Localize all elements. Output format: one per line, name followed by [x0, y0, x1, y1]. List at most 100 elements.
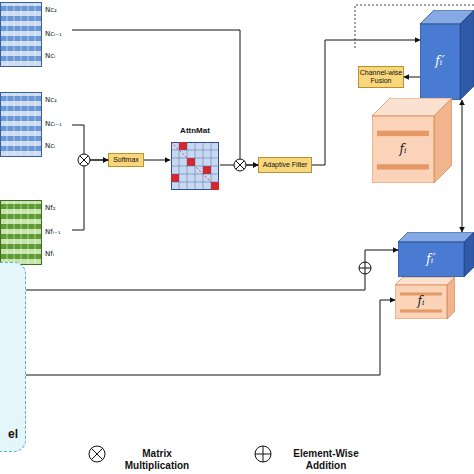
multiply-cross [236, 161, 244, 169]
multiply-cross [80, 156, 88, 164]
matrix-body [1, 201, 42, 265]
block-bar [400, 309, 442, 312]
add-circle [359, 262, 371, 274]
process-label: Softmax [113, 156, 139, 164]
row-label: Nc₂ [45, 6, 57, 14]
multiply-operator [78, 154, 90, 166]
matrix-grid [28, 93, 29, 156]
block-top [398, 232, 474, 242]
feature-block: fᵢ′ [420, 10, 474, 100]
matrix-grid [35, 93, 36, 156]
feature-block: fᵢ [372, 98, 452, 183]
legend-add-circle [255, 446, 271, 462]
feature-symbol: fᵢ′ [398, 252, 464, 266]
matrix-grid [35, 3, 36, 66]
legend-add-symbol [255, 446, 271, 462]
matrix-grid [21, 93, 22, 156]
block-front [398, 242, 464, 277]
row-label: Ncᵢ [45, 142, 55, 150]
group-title: el [0, 427, 37, 441]
feature-matrix-box: Nc₂ Ncᵢ₋₁ Ncᵢ [0, 2, 72, 67]
row-label: Ncᵢ₋₁ [45, 120, 62, 128]
model-group-box: el [0, 262, 26, 452]
feature-block [395, 277, 455, 319]
matrix-body [1, 93, 42, 157]
attention-matrix [171, 142, 219, 190]
matrix-grid [7, 201, 8, 264]
feature-block [420, 10, 474, 100]
connector [72, 30, 258, 165]
multiply-circle [234, 159, 246, 171]
process-box: Softmax [108, 153, 144, 167]
feature-symbol: fᵢ [372, 142, 434, 156]
process-label: Adaptive Filter [263, 161, 308, 169]
legend-multiply-cross [91, 448, 102, 459]
multiply-operator [234, 159, 246, 171]
block-front [420, 24, 460, 100]
attention-cell [179, 142, 187, 150]
process-box: Channel-wise Fusion [358, 66, 404, 88]
row-label: Ncᵢ₋₁ [45, 30, 62, 38]
block-side [447, 277, 455, 319]
process-label: Channel-wise Fusion [359, 69, 403, 85]
matrix-body [172, 143, 219, 190]
block-side [464, 232, 474, 277]
legend-multiply-circle [89, 446, 105, 462]
connector [72, 160, 108, 230]
connector [26, 300, 395, 375]
block-bar [377, 164, 429, 169]
feature-block [372, 98, 452, 183]
matrix-grid [21, 201, 22, 264]
connector [220, 165, 258, 166]
add-operator [359, 262, 371, 274]
feature-block [398, 232, 474, 277]
matrix-grid [28, 201, 29, 264]
connector [404, 77, 420, 78]
matrix-grid [14, 93, 15, 156]
block-bar [377, 131, 429, 136]
feature-matrix [0, 2, 42, 67]
feature-matrix-box: Nf₂Nfᵢ₋₁Nfᵢ [0, 200, 72, 265]
feature-block: fᵢ [395, 277, 455, 319]
block-side [434, 98, 452, 183]
matrix-grid [14, 201, 15, 264]
block-front [372, 116, 434, 183]
feature-matrix-box: Nc₂ Ncᵢ₋₁ Ncᵢ [0, 92, 72, 157]
matrix-grid [21, 3, 22, 66]
legend-text: Element-Wise Addition [278, 448, 374, 472]
row-label: Nfᵢ [45, 250, 54, 258]
attention-cell [171, 174, 179, 182]
feature-symbol: fᵢ [395, 294, 447, 308]
row-label: Nfᵢ₋₁ [45, 228, 60, 236]
connector [26, 250, 398, 290]
matrix-grid [7, 3, 8, 66]
row-label: Nc₂ [45, 96, 57, 104]
feature-symbol: fᵢ′ [420, 54, 460, 68]
matrix-grid [171, 174, 219, 175]
legend-add-cross [255, 446, 271, 462]
add-cross [359, 262, 371, 274]
legend-text: Matrix Multiplication [112, 448, 202, 472]
attention-matrix-box: AttnMat [170, 122, 220, 192]
block-side [460, 10, 474, 100]
matrix-grid [14, 3, 15, 66]
block-front [395, 285, 447, 319]
multiply-circle [78, 154, 90, 166]
matrix-grid [7, 93, 8, 156]
connector [312, 40, 420, 165]
matrix-body [1, 3, 42, 67]
row-label: Ncᵢ [45, 52, 55, 60]
connector [72, 125, 108, 160]
attention-cell [211, 182, 219, 190]
matrix-grid [35, 201, 36, 264]
legend-multiply-symbol [89, 446, 105, 462]
matrix-grid [203, 142, 204, 190]
matrix-grid [28, 3, 29, 66]
feature-matrix [0, 200, 42, 265]
connector [144, 160, 170, 161]
matrix-diagonal [171, 142, 219, 190]
feature-block: fᵢ′ [398, 232, 474, 277]
process-box: Adaptive Filter [258, 157, 312, 173]
matrix-heading: AttnMat [170, 126, 220, 135]
